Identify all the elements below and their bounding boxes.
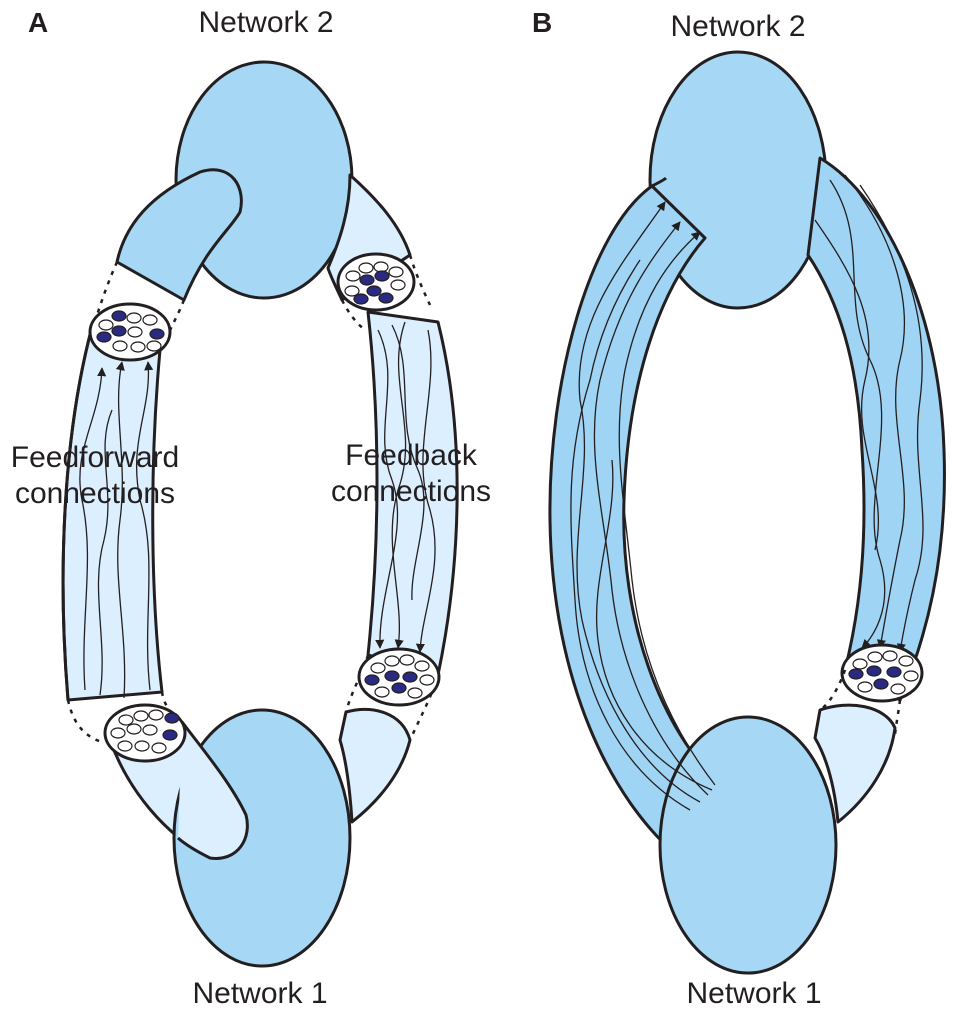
feedforward-label-line2: connections [15,477,175,510]
neuron-cluster-feedforward-bottom [103,703,187,763]
feedforward-label-line1: Feedforward [11,441,179,474]
panel-a-network-1-label: Network 1 [192,977,327,1010]
feedback-fibers-b [814,174,924,653]
feedback-label-line1: Feedback [345,439,478,472]
feedforward-upper-stub [115,168,243,302]
network-1-ellipse-b [658,715,838,975]
panel-b-network-1-label: Network 1 [686,977,821,1010]
neuron-cluster-feedback-bottom [357,647,441,707]
feedback-fibers [375,321,436,653]
neuron-cluster-feedback-top [336,252,416,312]
panel-b-network-2-label: Network 2 [670,10,805,43]
neuron-cluster-feedback-bottom-b [840,643,924,703]
feedforward-fibers-b [570,201,716,811]
panel-b-letter: B [532,7,552,38]
panel-a-letter: A [28,7,48,38]
neuron-cluster-feedforward-top [88,302,172,362]
feedback-label-line2: connections [331,475,491,508]
dashed-connectors-b [819,669,902,736]
panel-a: A Network 2 Network 1 Feedforward connec… [11,6,491,1010]
panel-b: B Network 2 Network 1 [532,7,946,1010]
panel-a-network-2-label: Network 2 [198,6,333,39]
feedback-lower-stub-b [813,703,897,824]
feedback-lower-stub [338,708,412,824]
feedforward-fibers [79,361,154,699]
